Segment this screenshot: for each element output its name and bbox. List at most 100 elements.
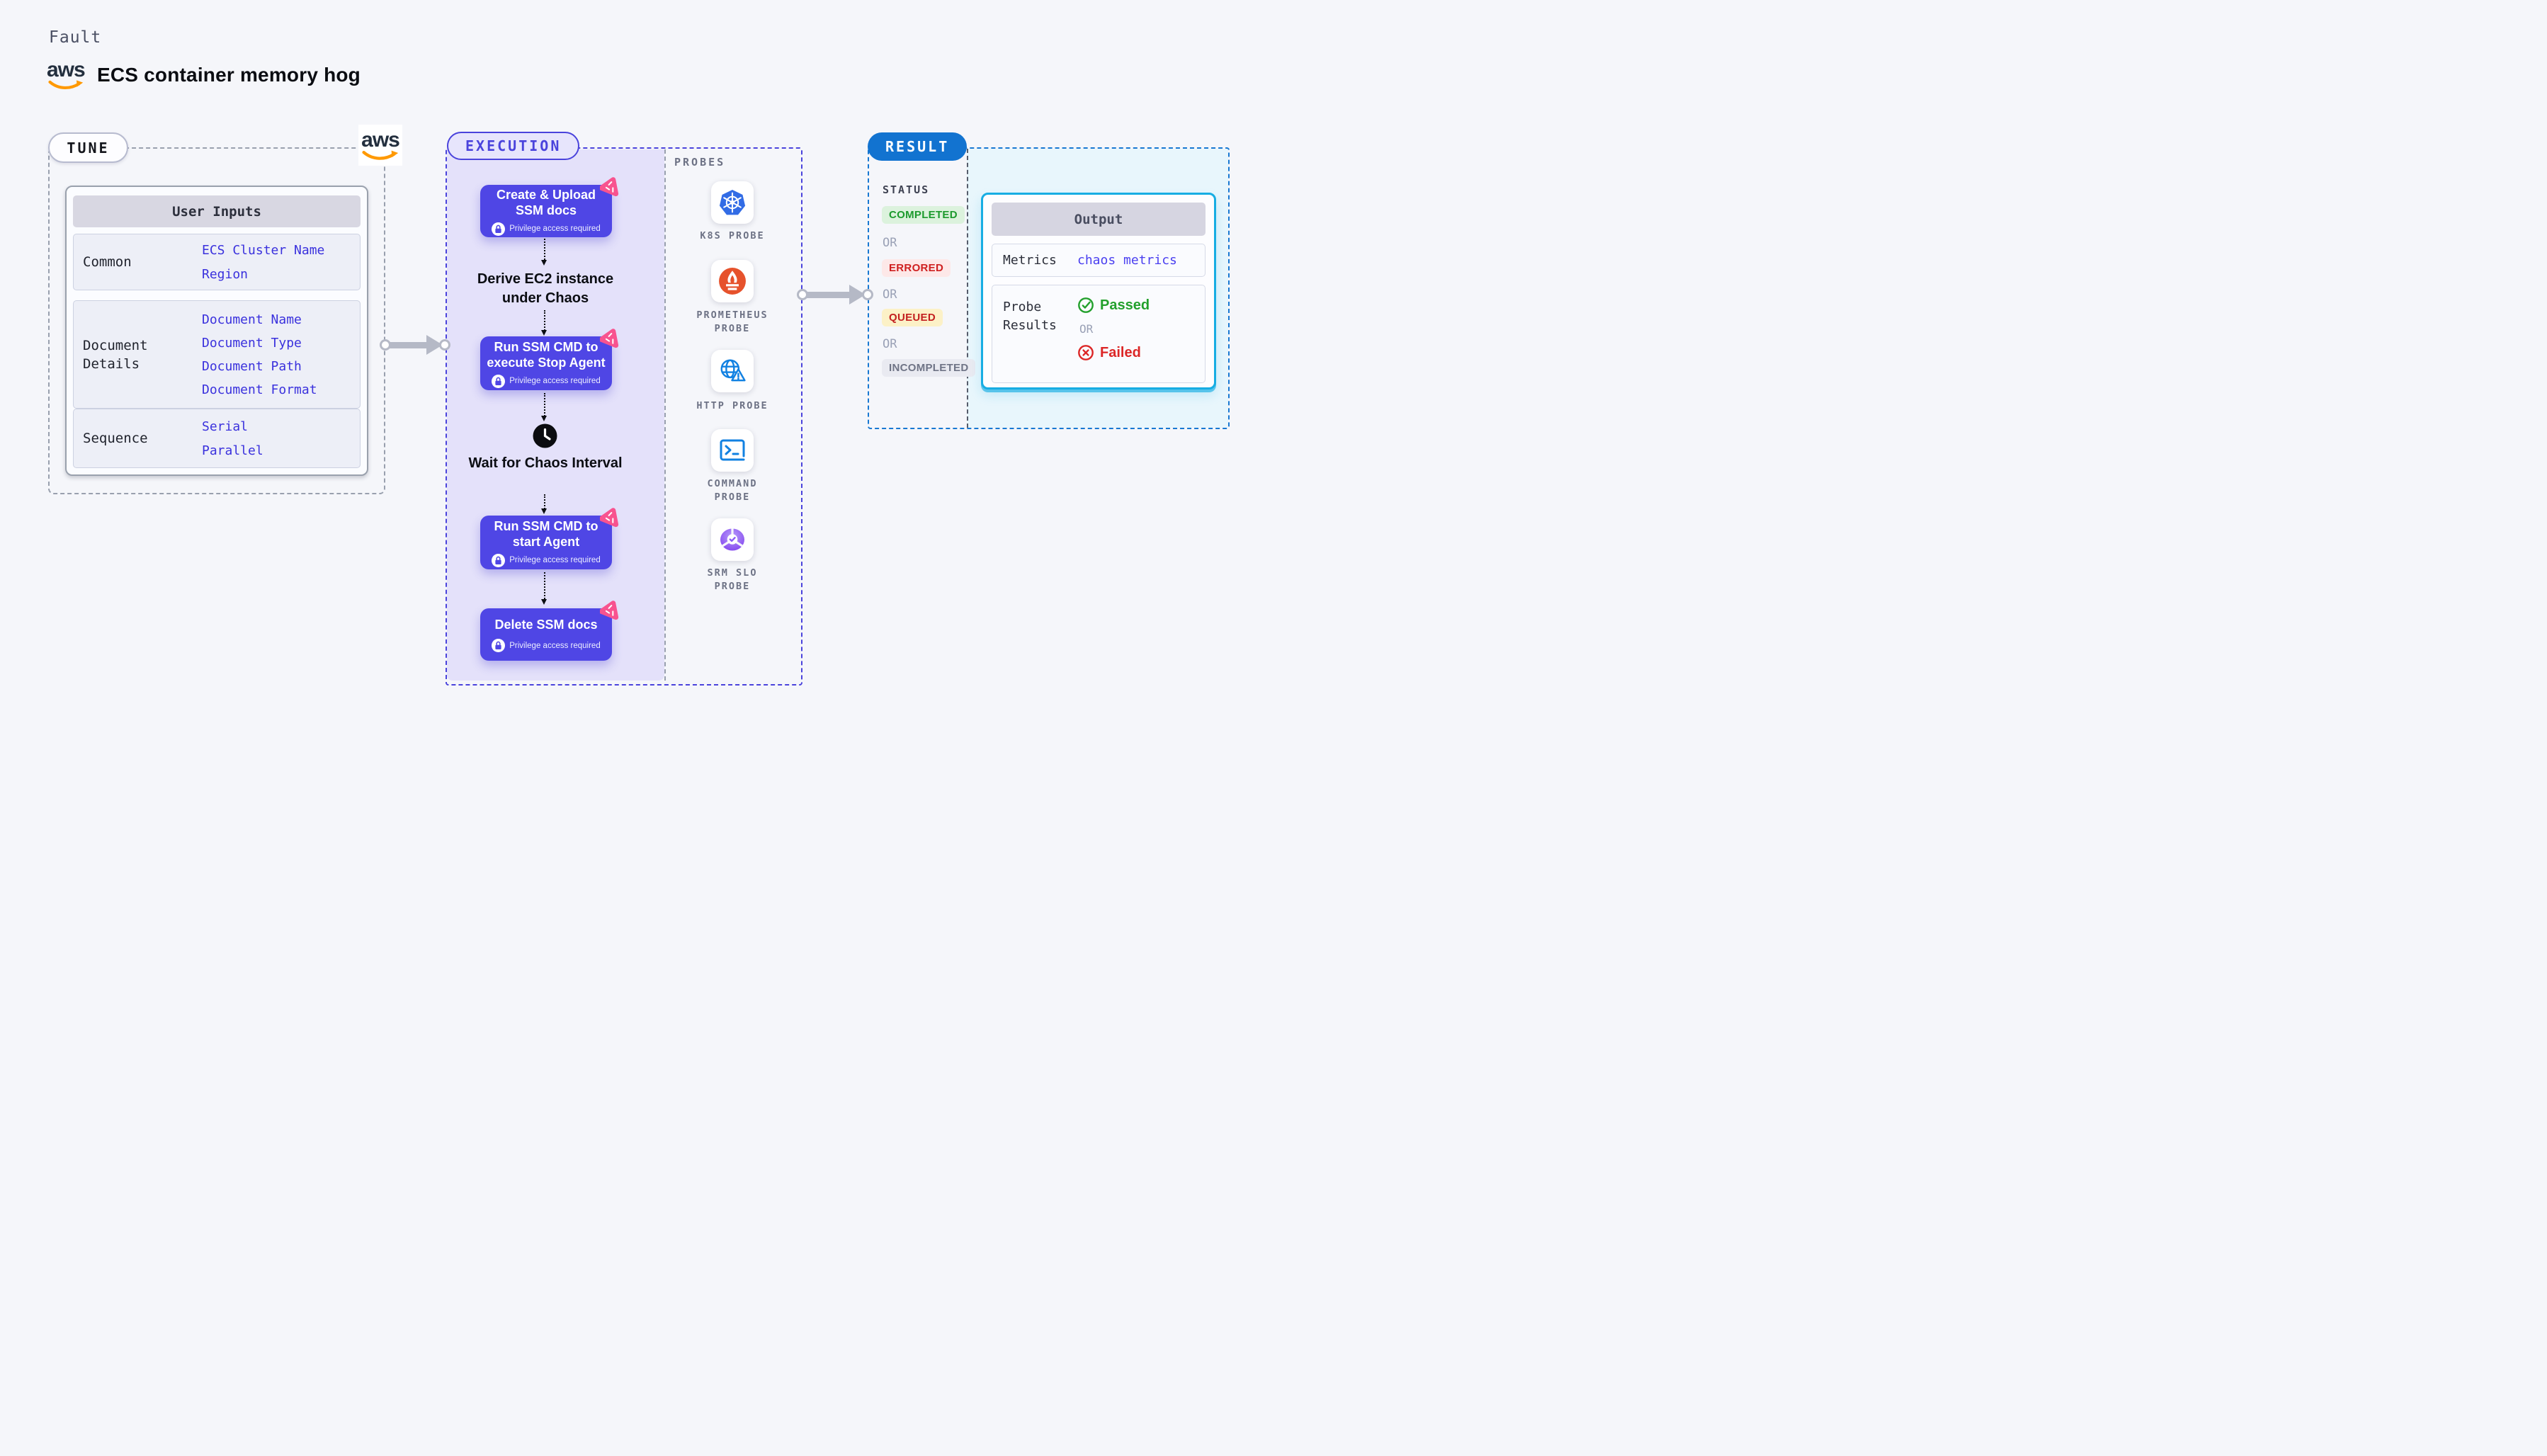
page-title: ECS container memory hog [97,64,361,86]
flow-arrow-down [541,393,547,421]
input-document-name: Document Name [202,312,302,327]
chaos-pinwheel-icon [600,601,619,620]
prometheus-icon [719,268,746,295]
probe-label: SRM SLO PROBE [707,567,758,592]
probes-heading: PROBES [674,156,726,169]
clock-icon [533,423,557,448]
input-document-type: Document Type [202,335,302,351]
result-section-box [868,147,1230,429]
arrow-head [849,285,866,305]
row-values: Serial Parallel [186,409,360,467]
execution-flow-panel [447,149,664,681]
probe-card-command [711,429,754,472]
probe-results-row: Probe Results Passed OR Failed [992,285,1206,383]
input-document-format: Document Format [202,382,317,397]
aws-logo-icon: aws [358,125,402,166]
aws-logo-icon: aws [47,59,86,91]
lock-icon [492,374,506,388]
step-wait-chaos-interval-label: Wait for Chaos Interval [468,455,623,471]
probe-label: COMMAND PROBE [707,478,758,503]
aws-smile-icon [362,150,399,160]
lock-icon [492,639,506,652]
step-run-ssm-cmd-start-agent: Run SSM CMD to start Agent Privilege acc… [480,508,619,569]
execution-section-box [446,147,802,686]
fault-diagram: Fault aws ECS container memory hog TUNE … [0,0,1274,728]
probes-divider [664,149,666,681]
table-row-document-details: Document Details Document Name Document … [73,300,361,409]
arrow-shaft [806,291,851,298]
arrow-endpoint-dot [862,289,873,300]
status-badge-completed: COMPLETED [882,206,965,224]
status-badge-errored: ERRORED [882,259,951,277]
failed-label: Failed [1100,344,1141,360]
probe-results-label: Probe Results [1003,300,1057,333]
probe-label: PROMETHEUS PROBE [696,309,768,334]
output-header: Output [992,203,1206,236]
execution-to-result-arrow [797,283,873,306]
passed-label: Passed [1100,297,1150,313]
row-values: ECS Cluster Name Region [186,234,360,290]
row-label: Common [83,254,132,270]
status-heading: STATUS [883,183,930,196]
flow-arrow-down [541,494,547,514]
privilege-label: Privilege access required [509,224,601,233]
privilege-badge: Privilege access required [492,639,601,652]
probe-result-passed: Passed [1077,297,1205,314]
status-badge-incompleted: INCOMPLETED [882,359,976,377]
privilege-label: Privilege access required [509,641,601,650]
input-document-path: Document Path [202,358,302,374]
probe-label: HTTP PROBE [696,400,768,411]
arrow-endpoint-dot [380,339,391,351]
chaos-pinwheel-icon [600,508,619,528]
probe-result-failed: Failed [1077,344,1205,361]
kubernetes-icon [719,189,746,215]
probe-results-values: Passed OR Failed [1077,285,1205,382]
tune-section-box [48,147,385,494]
http-globe-icon [720,359,746,382]
flow-arrow-down [541,572,547,605]
step-title: Run SSM CMD to execute Stop Agent [487,339,606,370]
row-label: Document Details [83,337,148,372]
terminal-icon [720,439,745,461]
step-delete-ssm-docs: Delete SSM docs Privilege access require… [480,601,619,661]
privilege-badge: Privilege access required [492,553,601,567]
metrics-label: Metrics [1003,252,1057,268]
execution-badge: EXECUTION [447,132,580,160]
probe-card-k8s [711,181,754,224]
probe-card-srm-slo [711,518,754,561]
chaos-pinwheel-icon [600,177,619,197]
tune-badge: TUNE [48,132,128,163]
input-region: Region [202,266,249,282]
fault-eyebrow: Fault [49,28,102,47]
probe-card-http [711,350,754,392]
privilege-badge: Privilege access required [492,222,601,236]
or-label: OR [883,236,897,250]
step-title: Create & Upload SSM docs [496,187,596,217]
x-circle-icon [1078,345,1094,360]
output-card: Output Metrics chaos metrics Probe Resul… [981,193,1216,389]
probe-label: K8S PROBE [700,230,765,241]
table-row-sequence: Sequence Serial Parallel [73,409,361,468]
chaos-pinwheel-icon [600,329,619,348]
input-serial: Serial [202,419,249,434]
step-title: Run SSM CMD to start Agent [494,518,599,549]
lock-icon [492,553,506,567]
metrics-value: chaos metrics [1077,253,1177,268]
arrow-head [426,335,443,355]
step-derive-ec2-label: Derive EC2 instance under Chaos [477,271,614,306]
slo-gauge-icon [720,528,744,551]
check-circle-icon [1078,297,1094,313]
arrow-shaft [389,341,429,348]
flow-arrow-down [541,310,547,336]
or-label: OR [883,337,897,351]
step-title: Delete SSM docs [494,618,598,632]
input-ecs-cluster-name: ECS Cluster Name [202,242,325,258]
input-parallel: Parallel [202,443,263,458]
or-label: OR [883,288,897,302]
or-label: OR [1079,322,1094,336]
privilege-label: Privilege access required [509,377,601,385]
row-label: Sequence [83,431,148,446]
tune-to-execution-arrow [380,334,450,356]
metrics-row: Metrics chaos metrics [992,244,1206,277]
step-create-upload-ssm-docs: Create & Upload SSM docs Privilege acces… [480,177,619,237]
